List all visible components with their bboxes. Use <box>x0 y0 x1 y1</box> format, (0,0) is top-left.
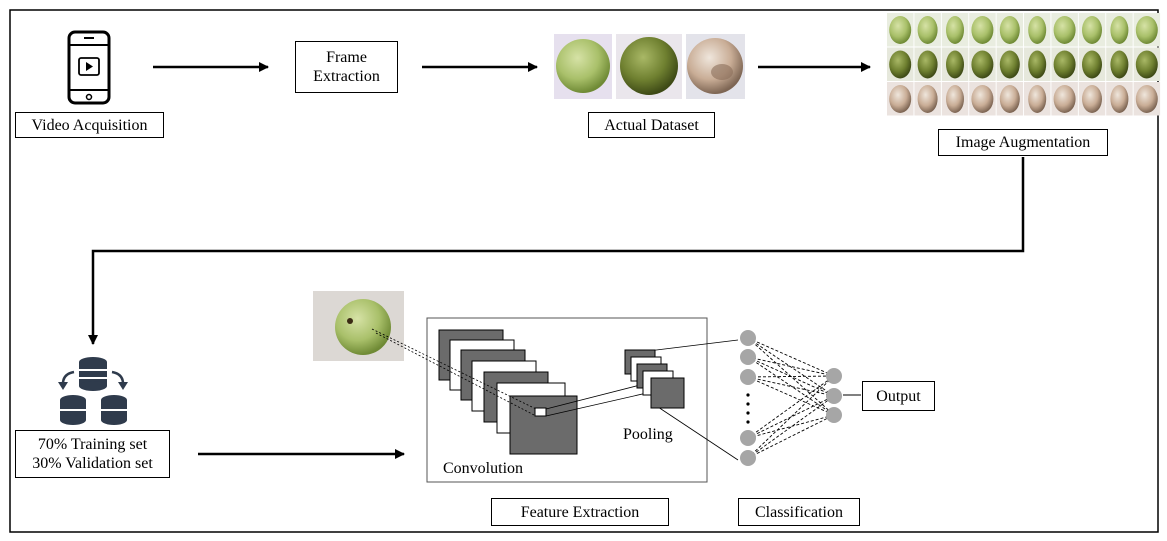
ellipsis-dot <box>746 420 750 424</box>
augmented-guava <box>999 50 1020 79</box>
augmented-guava <box>889 16 912 44</box>
augmented-guava <box>1082 16 1102 44</box>
actual-dataset-label: Actual Dataset <box>588 112 715 138</box>
augmented-guava <box>946 16 964 44</box>
image-augmentation-label: Image Augmentation <box>938 129 1108 156</box>
augmented-guava <box>999 85 1020 113</box>
nn-connection <box>747 375 835 439</box>
augmented-guava <box>1053 50 1076 79</box>
smartphone-video-icon <box>67 30 111 105</box>
frame-extraction-line1: Frame <box>326 49 367 66</box>
augmented-guava <box>889 85 912 113</box>
convolution-label: Convolution <box>443 460 524 477</box>
augmented-guava <box>999 16 1020 44</box>
nn-connection <box>747 414 835 439</box>
augmented-guava <box>1110 50 1129 79</box>
hidden-neuron <box>740 369 756 385</box>
pooling-layer-stack <box>624 349 685 409</box>
nn-connection <box>747 356 835 416</box>
augmented-guava <box>1053 16 1076 44</box>
output-label: Output <box>862 381 935 411</box>
feature-extraction-label: Feature Extraction <box>491 498 669 526</box>
input-guava-image <box>313 291 404 361</box>
augmented-guava <box>1110 85 1129 113</box>
feature-extraction-box <box>426 317 708 483</box>
augmented-guava <box>1135 85 1158 113</box>
classification-label: Classification <box>738 498 860 526</box>
frame-extraction-label: Frame Extraction <box>295 41 398 93</box>
nn-connection <box>747 414 835 459</box>
outer-frame <box>9 9 1159 533</box>
augmented-guava <box>917 16 938 44</box>
augmented-guava <box>1082 50 1102 79</box>
augmented-guava <box>946 50 964 79</box>
augmented-guava <box>889 50 912 79</box>
hidden-neuron <box>740 450 756 466</box>
output-neuron <box>826 368 842 384</box>
hidden-neuron <box>740 330 756 346</box>
hidden-neuron <box>740 349 756 365</box>
classification-network <box>740 330 842 466</box>
augmented-guava <box>1028 50 1047 79</box>
augmented-guava <box>1028 16 1047 44</box>
nn-connection <box>747 337 835 377</box>
nn-connection <box>747 376 835 416</box>
image-augmentation-grid <box>887 13 1161 116</box>
augmented-guava <box>1110 16 1129 44</box>
augmented-guava <box>1028 85 1047 113</box>
ellipsis-dot <box>746 402 750 406</box>
validation-set-text: 30% Validation set <box>32 455 153 472</box>
dataset-split-label: 70% Training set 30% Validation set <box>15 430 170 478</box>
hidden-neuron <box>740 430 756 446</box>
augmented-guava <box>1053 85 1076 113</box>
training-set-text: 70% Training set <box>37 436 148 453</box>
video-acquisition-label: Video Acquisition <box>15 112 164 138</box>
output-neuron <box>826 407 842 423</box>
augmented-guava <box>971 85 994 113</box>
convolution-layer-stack <box>438 329 578 455</box>
pooling-label: Pooling <box>623 426 673 443</box>
augmented-guava <box>917 50 938 79</box>
database-split-icon <box>58 357 128 425</box>
augmented-guava <box>1135 50 1158 79</box>
augmented-guava <box>1082 85 1102 113</box>
ellipsis-dot <box>746 393 750 397</box>
nn-connection <box>747 356 835 397</box>
actual-dataset-images <box>554 34 745 99</box>
augmented-guava <box>946 85 964 113</box>
augmented-guava <box>1135 16 1158 44</box>
nn-connection <box>747 395 835 439</box>
nn-connection <box>747 395 835 459</box>
nn-connection <box>747 337 835 397</box>
ellipsis-dot <box>746 411 750 415</box>
augmented-guava <box>917 85 938 113</box>
augmented-guava <box>971 16 994 44</box>
augmented-guava <box>971 50 994 79</box>
arrow-augmentation-to-split <box>88 157 1025 345</box>
frame-extraction-line2: Extraction <box>313 68 380 85</box>
receptive-field-lines <box>371 328 537 417</box>
nn-connection <box>747 375 835 378</box>
output-neuron <box>826 388 842 404</box>
